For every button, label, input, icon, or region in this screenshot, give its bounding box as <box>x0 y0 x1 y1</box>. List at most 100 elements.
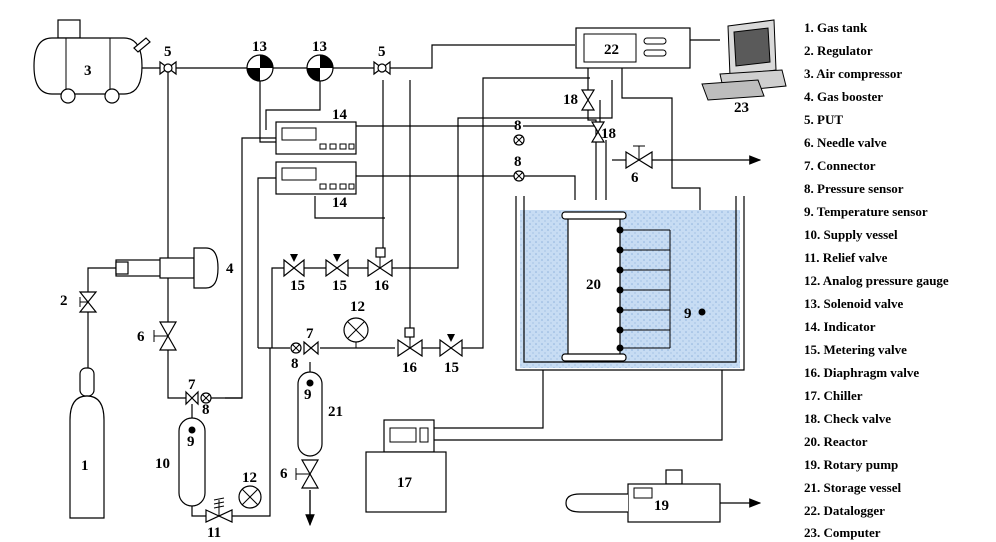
label-pressure-sensor-lower: 8 <box>291 356 299 372</box>
legend-item: 16. Diaphragm valve <box>804 365 919 380</box>
diaphragm-valve-upper: 16 <box>367 247 393 294</box>
analog-gauge-right: 12 <box>343 299 369 348</box>
label-metering-valve-1: 15 <box>290 278 305 294</box>
storage-vessel: 9 21 <box>297 371 343 457</box>
legend-item: 10. Supply vessel <box>804 227 898 242</box>
legend-item: 3. Air compressor <box>804 66 902 81</box>
label-reactor: 20 <box>586 277 601 293</box>
label-needle-valve-right: 6 <box>631 170 639 186</box>
label-temp-sensor-storage: 9 <box>304 387 312 403</box>
label-metering-valve-2: 15 <box>332 278 347 294</box>
air-compressor: 3 <box>33 19 151 104</box>
chiller: 17 <box>365 419 447 513</box>
label-analog-gauge-left: 12 <box>242 470 257 486</box>
label-check-valve-upper: 18 <box>563 92 578 108</box>
legend-item: 4. Gas booster <box>804 89 883 104</box>
legend-item: 22. Datalogger <box>804 503 885 518</box>
legend-item: 12. Analog pressure gauge <box>804 273 949 288</box>
reactor: 20 <box>561 211 627 362</box>
label-connector-lower: 7 <box>306 326 314 342</box>
label-needle-valve-left: 6 <box>137 329 145 345</box>
label-put-left: 5 <box>164 44 172 60</box>
gas-booster: 4 <box>115 247 234 289</box>
rotary-pump: 19 <box>565 469 721 523</box>
bath-temperature-sensor: 9 <box>684 306 706 322</box>
label-datalogger: 22 <box>604 42 619 58</box>
legend-item: 6. Needle valve <box>804 135 887 150</box>
needle-valve-left: 6 <box>137 321 178 351</box>
legend-item: 7. Connector <box>804 158 876 173</box>
needle-valve-right: 6 <box>625 145 653 186</box>
connector-lower: 7 <box>303 326 319 356</box>
pressure-sensor-middle: 8 <box>513 154 525 182</box>
legend: 1. Gas tank 2. Regulator 3. Air compress… <box>804 20 949 540</box>
label-diaphragm-valve-upper: 16 <box>374 278 390 294</box>
label-gas-booster: 4 <box>226 261 234 277</box>
check-valve-lower: 18 <box>590 121 616 143</box>
label-rotary-pump: 19 <box>654 498 669 514</box>
label-storage-vessel: 21 <box>328 404 343 420</box>
label-put-right: 5 <box>378 44 386 60</box>
label-temp-sensor-bath: 9 <box>684 306 692 322</box>
legend-item: 9. Temperature sensor <box>804 204 928 219</box>
solenoid-valve-left: 13 <box>246 39 274 82</box>
diaphragm-valve-lower: 16 <box>397 327 423 376</box>
label-pressure-sensor-upper: 8 <box>514 118 522 134</box>
water-bath <box>515 196 745 371</box>
legend-item: 14. Indicator <box>804 319 876 334</box>
legend-item: 20. Reactor <box>804 434 868 449</box>
label-solenoid-right: 13 <box>312 39 327 55</box>
pressure-sensor-upper: 8 <box>513 118 525 146</box>
label-relief-valve: 11 <box>207 525 221 541</box>
solenoid-valve-right: 13 <box>306 39 334 82</box>
label-analog-gauge-right: 12 <box>350 299 365 315</box>
regulator: 2 <box>60 291 98 313</box>
label-indicator-lower: 14 <box>332 195 348 211</box>
metering-valve-3: 15 <box>439 334 463 376</box>
label-supply-vessel: 10 <box>155 456 170 472</box>
put-valve-left: 5 <box>159 44 177 76</box>
pressure-sensor-left: 8 <box>200 392 212 418</box>
reactor-thermocouples <box>616 226 671 352</box>
indicator-upper: 14 <box>275 107 357 155</box>
label-regulator: 2 <box>60 293 68 309</box>
legend-item: 8. Pressure sensor <box>804 181 904 196</box>
label-pressure-sensor-middle: 8 <box>514 154 522 170</box>
label-temp-sensor-supply: 9 <box>187 434 195 450</box>
label-air-compressor: 3 <box>84 63 92 79</box>
label-chiller: 17 <box>397 475 413 491</box>
supply-vessel: 9 10 <box>155 404 206 507</box>
analog-gauge-left: 12 <box>238 470 262 509</box>
label-needle-valve-storage: 6 <box>280 466 288 482</box>
label-connector-left: 7 <box>188 377 196 393</box>
legend-item: 5. PUT <box>804 112 843 127</box>
legend-item: 13. Solenoid valve <box>804 296 904 311</box>
needle-valve-storage: 6 <box>280 459 320 489</box>
legend-item: 2. Regulator <box>804 43 873 58</box>
metering-valve-1: 15 <box>283 254 305 294</box>
legend-item: 17. Chiller <box>804 388 863 403</box>
label-solenoid-left: 13 <box>252 39 267 55</box>
legend-item: 15. Metering valve <box>804 342 907 357</box>
legend-item: 18. Check valve <box>804 411 891 426</box>
legend-item: 11. Relief valve <box>804 250 888 265</box>
legend-item: 23. Computer <box>804 525 881 540</box>
label-pressure-sensor-left: 8 <box>202 402 210 418</box>
relief-valve: 11 <box>205 497 233 541</box>
connector-left: 7 <box>185 377 199 406</box>
piping-lines <box>87 39 762 522</box>
legend-item: 1. Gas tank <box>804 20 868 35</box>
pressure-sensor-lower: 8 <box>290 342 302 372</box>
label-diaphragm-valve-lower: 16 <box>402 360 418 376</box>
computer: 23 <box>701 19 787 116</box>
put-valve-right: 5 <box>373 44 391 76</box>
datalogger: 22 <box>575 27 691 69</box>
indicator-lower: 14 <box>275 161 357 211</box>
metering-valve-2: 15 <box>325 254 349 294</box>
gas-tank: 1 <box>69 367 105 519</box>
legend-item: 19. Rotary pump <box>804 457 898 472</box>
label-computer: 23 <box>734 100 749 116</box>
label-gas-tank: 1 <box>81 458 89 474</box>
label-indicator-upper: 14 <box>332 107 348 123</box>
